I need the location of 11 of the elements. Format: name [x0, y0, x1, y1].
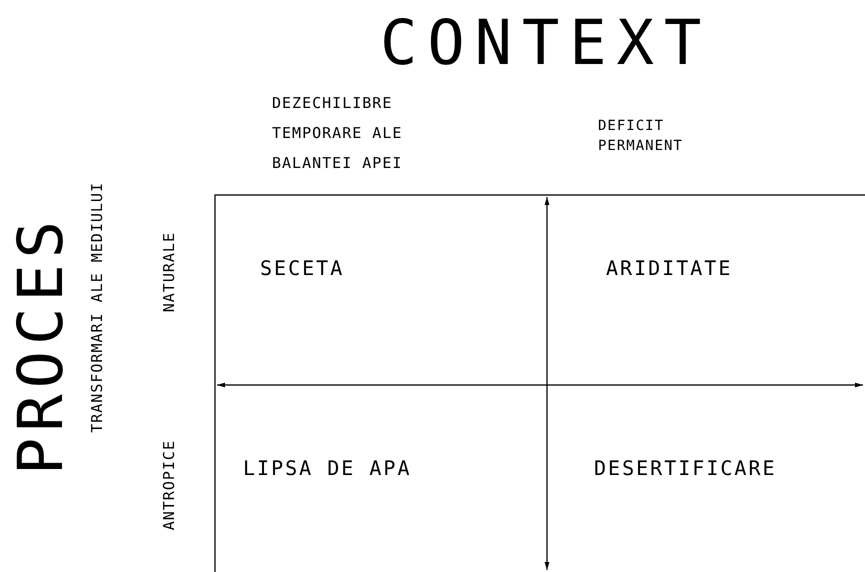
- diagram-title: CONTEXT: [380, 6, 712, 79]
- column-heading: DEZECHILIBRE TEMPORARE ALE BALANTEI APEI: [272, 93, 404, 174]
- axis-title: PROCES: [4, 215, 77, 475]
- row-heading: NATURALE: [160, 232, 178, 312]
- row-heading: ANTROPICE: [160, 440, 178, 530]
- quadrant-label: LIPSA DE APA: [243, 456, 412, 480]
- column-heading: DEFICIT PERMANENT: [598, 117, 684, 156]
- quadrant-label: ARIDITATE: [606, 256, 732, 280]
- quadrant-label: SECETA: [260, 256, 344, 280]
- quadrant-label: DESERTIFICARE: [594, 456, 777, 480]
- axis-subtitle: TRANSFORMARI ALE MEDIULUI: [88, 182, 106, 433]
